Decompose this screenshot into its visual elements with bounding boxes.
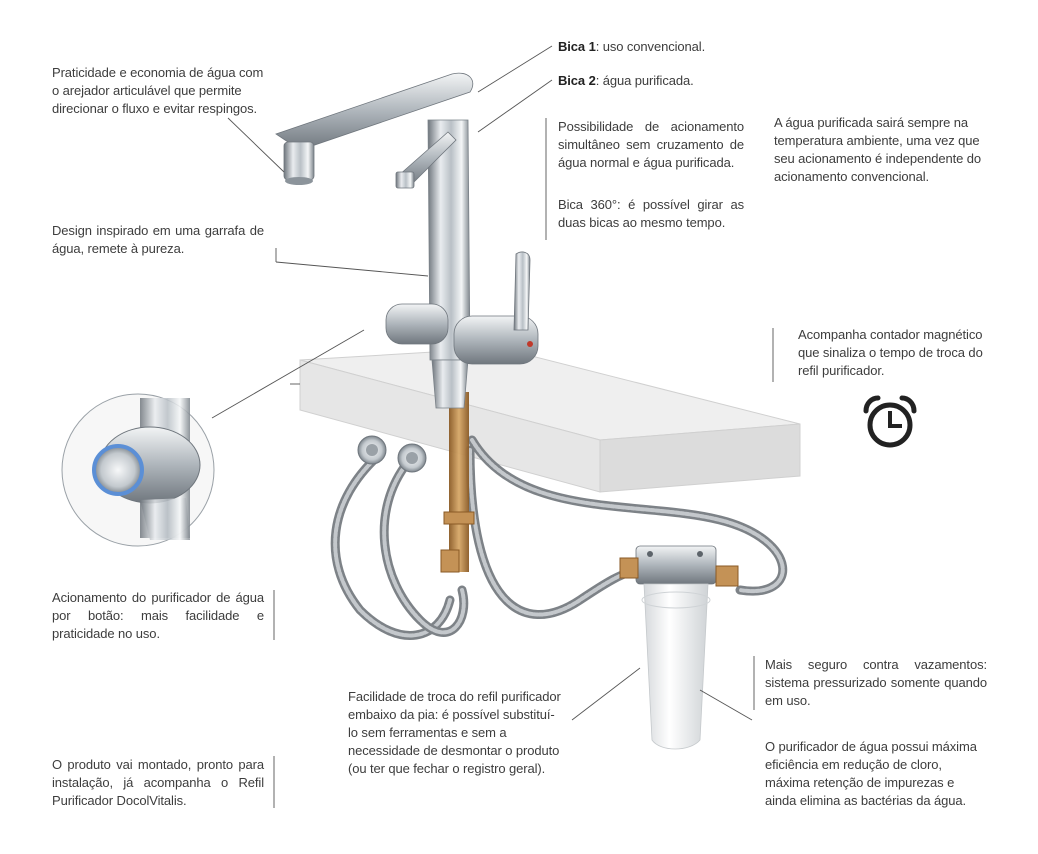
alarm-clock-icon — [863, 395, 917, 448]
brass-shank — [440, 392, 475, 573]
callout-ambient: A água purificada sairá sempre na temper… — [774, 115, 982, 184]
faucet-body — [275, 72, 539, 409]
hoses — [330, 435, 788, 640]
callout-design: Design inspirado em uma garrafa de água,… — [52, 223, 264, 256]
callout-seguro: Mais seguro contra vazamentos: sistema p… — [765, 657, 987, 708]
bica2-text: : água purificada. — [595, 73, 694, 88]
callout-filtro: O purificador de água possui máxima efic… — [765, 739, 977, 808]
countertop — [299, 347, 801, 493]
callout-mounted: O produto vai montado, pronto para insta… — [52, 757, 264, 808]
leader-lines — [211, 45, 774, 808]
wall-valves — [357, 435, 427, 473]
callout-refil: Facilidade de troca do refil purificador… — [348, 689, 561, 776]
callout-bica2: Bica 2: água purificada. — [558, 72, 758, 90]
callout-button: Acionamento do purificador de água por b… — [52, 590, 264, 641]
callout-bica1: Bica 1: uso convencional. — [558, 38, 758, 56]
bica1-text: : uso convencional. — [595, 39, 706, 54]
button-detail-zoom — [61, 393, 215, 547]
callout-simultaneous: Possibilidade de acionamento simultâneo … — [558, 119, 744, 170]
purifier-filter — [619, 545, 739, 750]
callout-counter: Acompanha contador magnético que sinaliz… — [798, 327, 983, 378]
bica2-label: Bica 2 — [558, 73, 596, 88]
callout-aerator: Praticidade e economia de água com o are… — [52, 65, 264, 116]
callout-bica360: Bica 360°: é possível girar as duas bica… — [558, 197, 744, 230]
bica1-label: Bica 1 — [558, 39, 596, 54]
